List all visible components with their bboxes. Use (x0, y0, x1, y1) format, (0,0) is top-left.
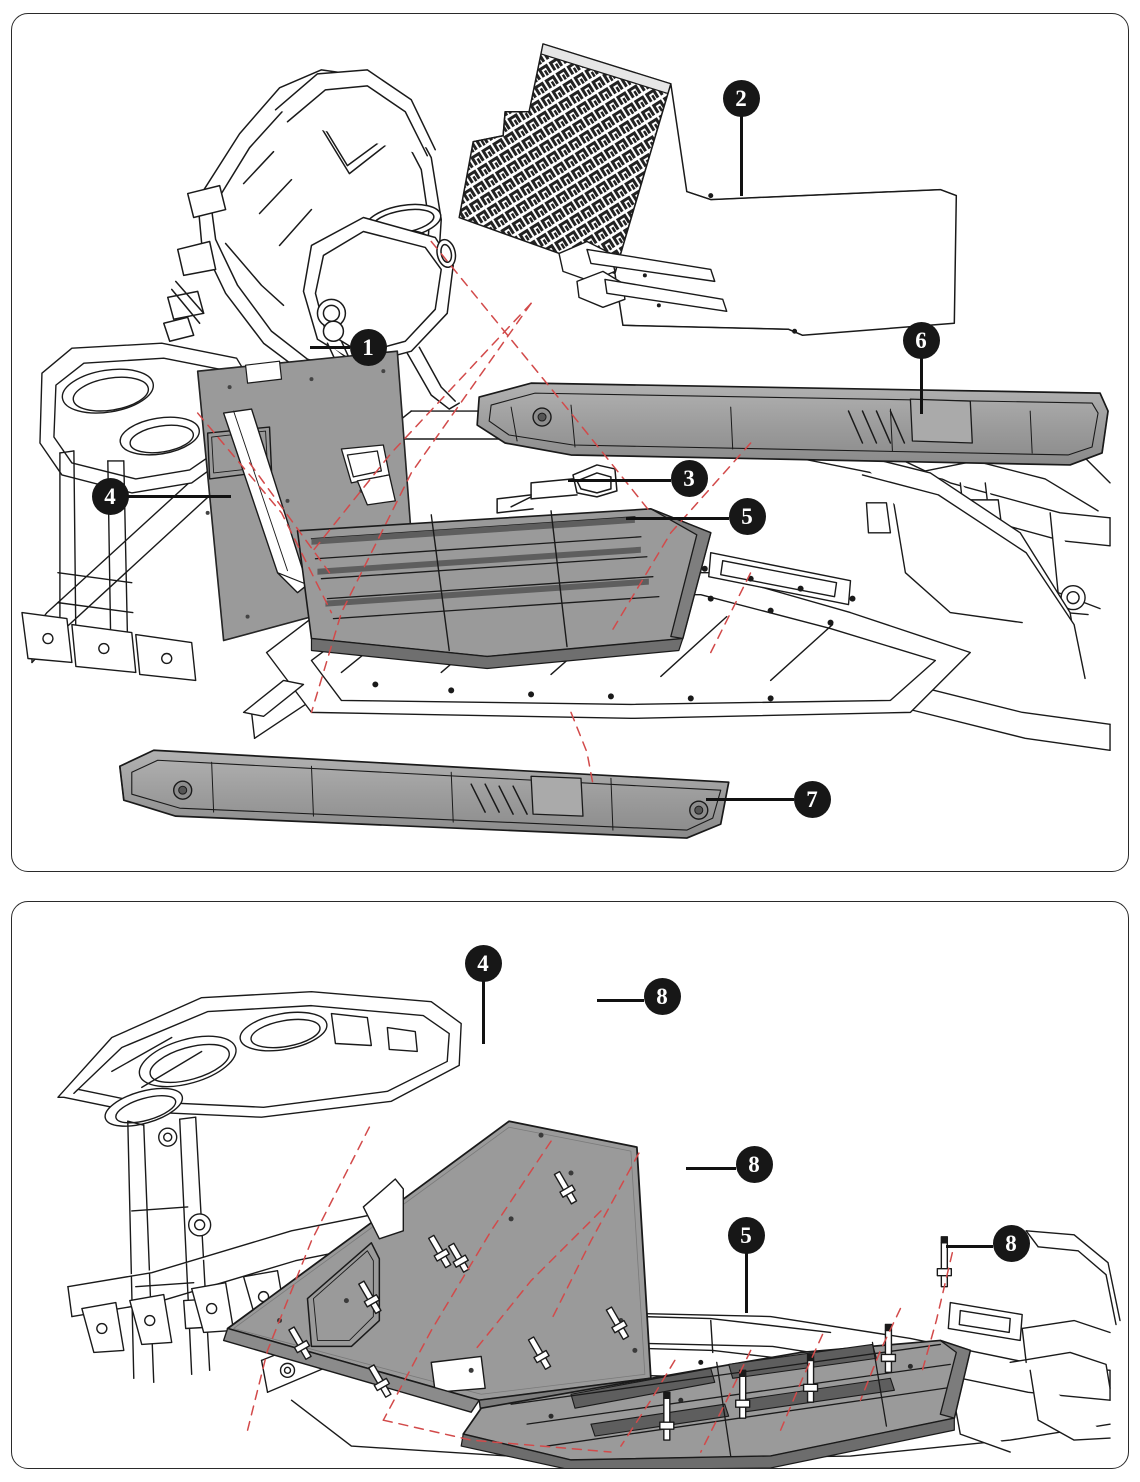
callout-leader-line (919, 358, 923, 414)
callout-leader-line (128, 494, 231, 498)
panel-bottom-fastener-detail (11, 901, 1129, 1469)
panel-top-exploded-assembly (11, 13, 1129, 872)
callout-leader-line (597, 998, 644, 1002)
callout-marker-4[interactable]: 4 (464, 944, 502, 982)
callout-marker-8[interactable]: 8 (735, 1145, 773, 1183)
callout-marker-8[interactable]: 8 (643, 977, 681, 1015)
callout-marker-4[interactable]: 4 (91, 477, 129, 515)
callout-leader-line (626, 516, 729, 520)
callout-leader-line (568, 478, 671, 482)
callout-leader-line (481, 981, 485, 1044)
callout-marker-5[interactable]: 5 (728, 497, 766, 535)
callout-marker-8[interactable]: 8 (992, 1224, 1030, 1262)
callout-marker-5[interactable]: 5 (727, 1216, 765, 1254)
callout-leader-line (686, 1166, 736, 1170)
callout-leader-line (946, 1244, 993, 1248)
callout-leader-line (739, 116, 743, 196)
callout-marker-3[interactable]: 3 (670, 459, 708, 497)
callout-marker-2[interactable]: 2 (722, 79, 760, 117)
callout-marker-6[interactable]: 6 (902, 321, 940, 359)
callout-leader-line (706, 797, 794, 801)
panel-top-artwork (12, 14, 1128, 871)
callout-leader-line (310, 345, 350, 349)
callout-leader-line (744, 1253, 748, 1313)
callout-marker-1[interactable]: 1 (349, 328, 387, 366)
panel-bottom-artwork (12, 902, 1128, 1468)
callout-marker-7[interactable]: 7 (793, 780, 831, 818)
